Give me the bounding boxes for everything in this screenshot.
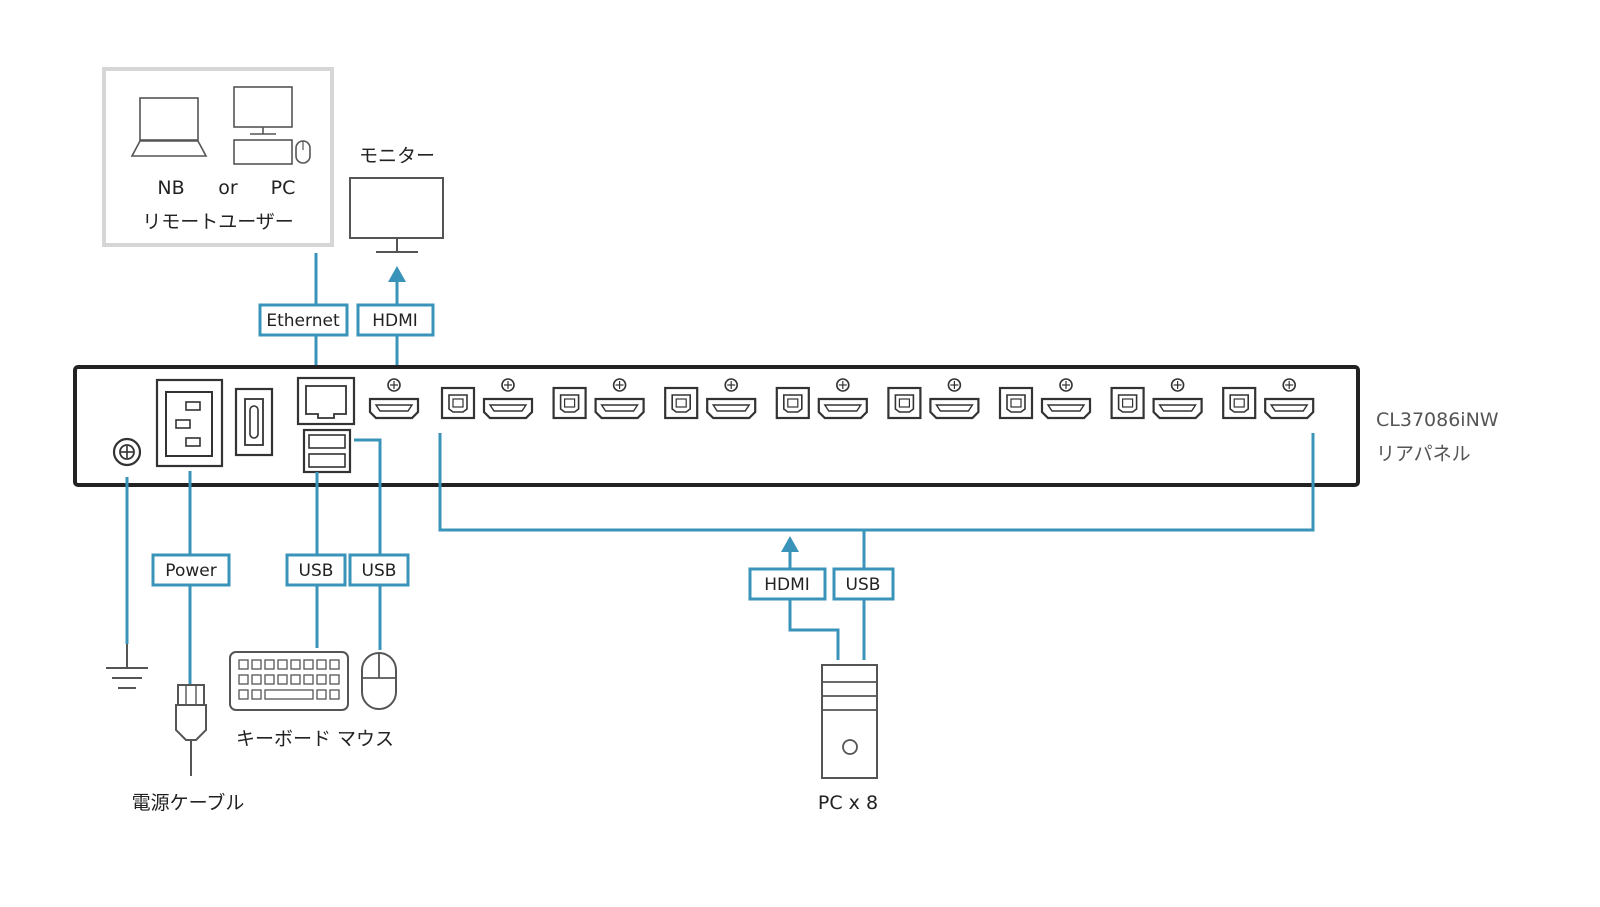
ac-inlet-icon: [155, 378, 224, 468]
nb-label: NB: [157, 177, 184, 199]
device-panel-label: リアパネル: [1376, 443, 1471, 465]
usb-b-port-icon: [775, 386, 810, 420]
usb-keyboard-tag: USB: [299, 561, 334, 581]
keyboard-icon: [229, 651, 349, 711]
power-cable-label: 電源ケーブル: [132, 791, 245, 814]
hdmi-port-icon: [706, 378, 757, 420]
monitor-label: モニター: [359, 145, 435, 167]
port-row: [368, 378, 1315, 420]
usb-b-port-icon: [552, 386, 587, 420]
rj45-port-icon: [296, 376, 356, 426]
monitor-group: モニター: [349, 145, 444, 253]
ground-icon: [106, 644, 148, 689]
hdmi-port-icon: [482, 378, 534, 420]
pc-label: PC: [271, 177, 296, 199]
hdmi-port-icon: [1152, 378, 1203, 420]
hdmi-pc-cable-lower: [788, 598, 840, 660]
monitor-icon: [349, 177, 444, 253]
usb-pc-tag: USB: [846, 575, 881, 595]
rear-panel: [73, 365, 1360, 487]
arrow-up-icon: [781, 536, 799, 552]
hdmi-monitor-tag: HDMI: [372, 311, 418, 331]
arrow-up-icon: [388, 266, 406, 282]
power-tag: Power: [165, 561, 216, 581]
hdmi-port-icon: [1264, 378, 1315, 420]
rear-panel-body: [73, 365, 1360, 487]
ground-terminal-icon: [112, 437, 142, 467]
or-label: or: [218, 177, 238, 199]
desktop-pc-icon: [233, 86, 311, 165]
cable-tags: Ethernet HDMI Power USB USB HDMI USB: [151, 303, 895, 601]
usb-b-port-icon: [998, 386, 1034, 420]
keyboard-mouse-label: キーボード マウス: [236, 728, 394, 750]
ethernet-tag: Ethernet: [266, 311, 340, 331]
usb-b-port-icon: [887, 386, 922, 420]
hdmi-port-icon: [594, 378, 645, 420]
usb-a-port-icon: [302, 428, 352, 474]
usb-mouse-tag: USB: [362, 561, 397, 581]
remote-users-title: リモートユーザー: [142, 211, 294, 233]
pc-tower-icon: [821, 664, 878, 779]
hdmi-port-icon: [817, 378, 868, 420]
laptop-icon: [130, 97, 208, 157]
hdmi-port-icon: [1040, 378, 1092, 420]
usb-b-port-icon: [664, 386, 699, 420]
mouse-icon: [361, 652, 397, 710]
pc-count-label: PC x 8: [818, 792, 878, 814]
hdmi-port-icon: [929, 378, 980, 420]
remote-users-group: NB or PC リモートユーザー: [102, 67, 334, 247]
pc-bus-cable: [438, 433, 1315, 532]
usb-b-port-icon: [1110, 386, 1145, 420]
usb-b-port-icon: [1222, 386, 1257, 420]
device-model-label: CL37086iNW: [1376, 409, 1499, 431]
hdmi-port-icon: [368, 378, 420, 420]
power-switch-icon: [234, 387, 274, 457]
hdmi-pc-tag: HDMI: [764, 575, 810, 595]
usb-b-port-icon: [440, 386, 476, 420]
power-plug-icon: [175, 684, 207, 776]
